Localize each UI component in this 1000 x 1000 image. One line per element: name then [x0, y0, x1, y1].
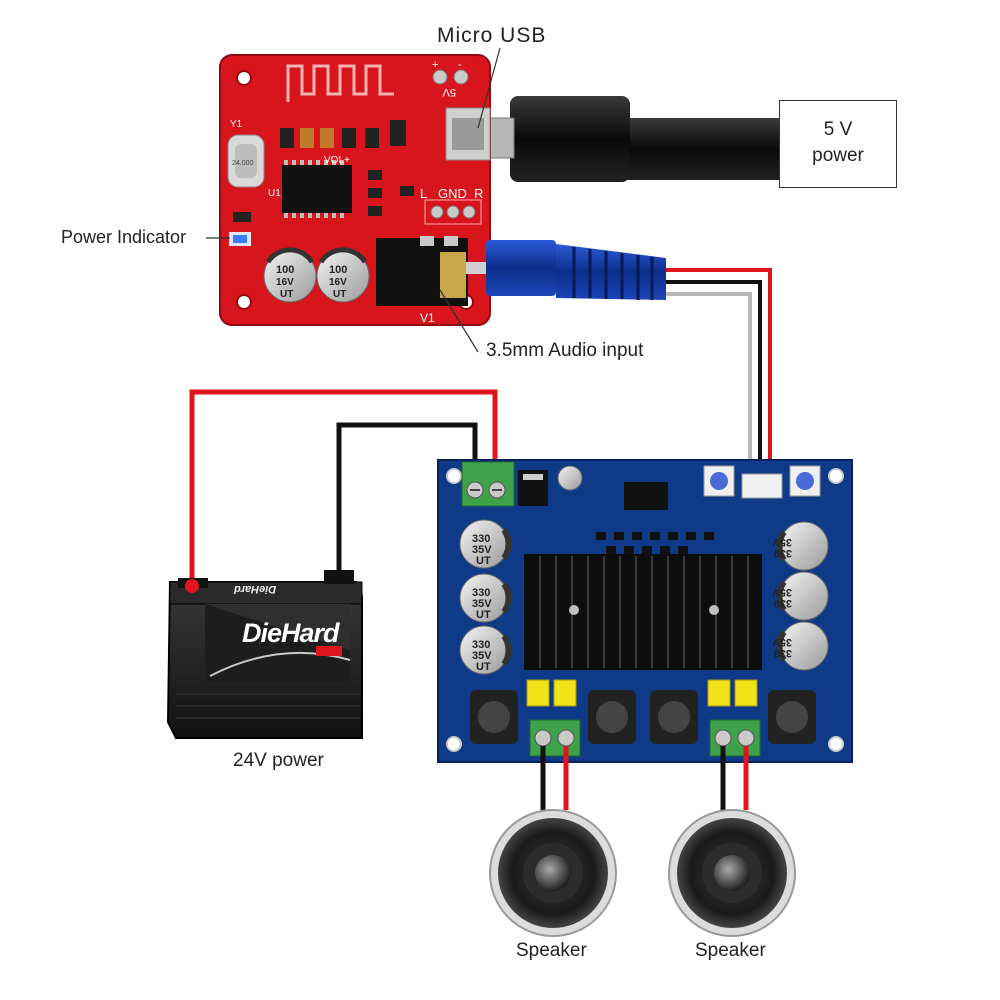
label-24v-power: 24V power	[233, 750, 324, 771]
amp-cap-value-5: 330	[774, 597, 792, 609]
speaker-left	[489, 809, 617, 937]
psu-label: power	[812, 145, 864, 166]
silk-u1: U1	[268, 188, 281, 199]
battery-brand-top: DieHard	[234, 583, 277, 595]
amp-cap-value-6: 330	[774, 647, 792, 659]
amp-cap-value-1: 330	[472, 533, 490, 545]
battery-brand: DieHard	[242, 618, 340, 648]
silk-5v: 5V	[442, 86, 456, 98]
wire-audio-cable	[650, 268, 772, 485]
amp-cap-voltage-4: 35V	[772, 536, 792, 548]
amp-cap-value-3: 330	[472, 639, 490, 651]
crystal-marking: 24.000	[232, 160, 254, 167]
amp-cap-voltage-2: 35V	[472, 598, 492, 610]
amp-cap-voltage-1: 35V	[472, 544, 492, 556]
label-speaker-right: Speaker	[695, 940, 766, 961]
label-speaker-left: Speaker	[516, 940, 587, 961]
speaker-wires	[540, 746, 749, 810]
bluetooth-board	[219, 54, 491, 326]
bt-cap-series-2: UT	[333, 289, 346, 300]
label-micro-usb: Micro USB	[437, 24, 547, 47]
silk-plus: +	[432, 59, 438, 71]
speaker-right	[668, 809, 796, 937]
leader-lines	[206, 47, 501, 353]
silk-r: R	[474, 186, 483, 201]
silk-v1: V1	[420, 311, 435, 325]
amp-cap-series-1: UT	[476, 555, 491, 567]
bt-cap-voltage-1: 16V	[276, 277, 294, 288]
amp-cap-value-4: 330	[774, 547, 792, 559]
amp-cap-series-3: UT	[476, 661, 491, 673]
usb-cable	[487, 96, 820, 182]
amplifier-board	[437, 459, 853, 763]
bt-cap-value-2: 100	[329, 264, 347, 276]
battery	[166, 570, 363, 739]
label-power-indicator: Power Indicator	[61, 227, 187, 247]
amp-cap-value-2: 330	[472, 587, 490, 599]
amp-cap-voltage-5: 35V	[772, 586, 792, 598]
amp-cap-series-2: UT	[476, 609, 491, 621]
bt-cap-series-1: UT	[280, 289, 293, 300]
silk-vol: VOL+	[324, 155, 350, 166]
wire-battery-positive	[189, 389, 498, 585]
amp-cap-voltage-6: 35V	[772, 636, 792, 648]
bt-cap-value-1: 100	[276, 264, 294, 276]
psu-voltage: 5 V	[823, 119, 853, 140]
wire-battery-negative	[336, 422, 478, 575]
bt-cap-voltage-2: 16V	[329, 277, 347, 288]
silk-gnd: GND	[438, 186, 467, 201]
label-audio-input: 3.5mm Audio input	[486, 340, 644, 361]
silk-minus: -	[458, 59, 462, 71]
silk-l: L	[420, 186, 427, 201]
silk-y1: Y1	[230, 119, 243, 130]
amp-cap-voltage-3: 35V	[472, 650, 492, 662]
audio-plug	[466, 240, 666, 300]
psu-5v-box: 5 V power	[779, 100, 897, 188]
